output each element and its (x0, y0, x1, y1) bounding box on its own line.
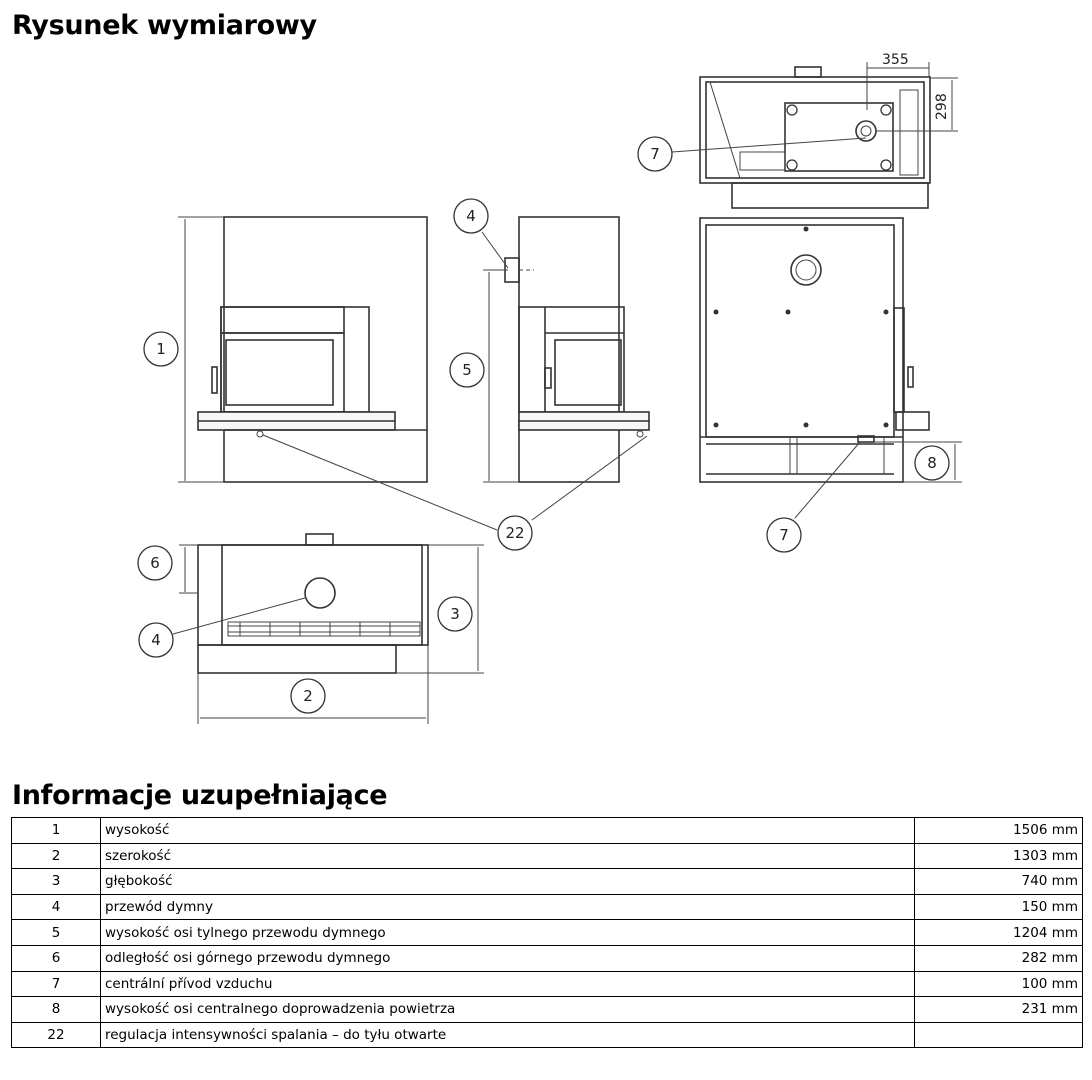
svg-text:4: 4 (466, 207, 476, 225)
row-number: 7 (11, 970, 101, 998)
svg-text:7: 7 (650, 145, 660, 163)
svg-text:5: 5 (462, 361, 472, 379)
table-row: 4 przewód dymny 150 mm (11, 893, 1083, 921)
table-row: 3 głębokość 740 mm (11, 868, 1083, 895)
svg-text:1: 1 (156, 340, 166, 358)
row-label: wysokość (99, 817, 916, 844)
row-label: regulacja intensywności spalania – do ty… (99, 1021, 916, 1049)
svg-text:7: 7 (779, 526, 789, 544)
table-row: 2 szerokość 1303 mm (11, 842, 1083, 870)
row-number: 22 (11, 1021, 101, 1049)
table-row: 6 odległość osi górnego przewodu dymnego… (11, 944, 1083, 972)
row-value: 1303 mm (914, 842, 1083, 870)
leader-lines (172, 137, 867, 635)
callout-2: 2 (290, 678, 326, 714)
row-value: 1506 mm (914, 817, 1083, 844)
drawing-title: Rysunek wymiarowy (12, 10, 317, 41)
callout-3: 3 (437, 596, 473, 632)
front-view (178, 216, 428, 483)
row-label: wysokość osi centralnego doprowadzenia p… (99, 996, 916, 1023)
row-value: 1204 mm (914, 919, 1083, 946)
svg-text:2: 2 (303, 687, 313, 705)
row-value: 150 mm (914, 893, 1083, 921)
row-number: 5 (11, 919, 101, 946)
svg-text:6: 6 (150, 554, 160, 572)
dimension-drawing: 355 298 (137, 52, 962, 724)
row-value (914, 1021, 1083, 1049)
row-number: 1 (11, 817, 101, 844)
row-number: 6 (11, 944, 101, 972)
row-number: 4 (11, 893, 101, 921)
row-label: szerokość (99, 842, 916, 870)
rear-view (699, 217, 962, 483)
row-label: odległość osi górnego przewodu dymnego (99, 944, 916, 972)
callout-6: 6 (137, 545, 173, 581)
row-label: wysokość osi tylnego przewodu dymnego (99, 919, 916, 946)
svg-text:4: 4 (151, 631, 161, 649)
info-title: Informacje uzupełniające (12, 780, 388, 811)
svg-text:8: 8 (927, 454, 937, 472)
table-row: 1 wysokość 1506 mm (11, 817, 1083, 844)
spec-table: 1 wysokość 1506 mm 2 szerokość 1303 mm 3… (11, 817, 1083, 1049)
row-value: 282 mm (914, 944, 1083, 972)
row-label: głębokość (99, 868, 916, 895)
svg-text:22: 22 (505, 524, 524, 542)
table-row: 8 wysokość osi centralnego doprowadzenia… (11, 996, 1083, 1023)
row-number: 8 (11, 996, 101, 1023)
callout-22: 22 (497, 515, 533, 551)
dim-298-label: 298 (934, 93, 950, 120)
table-row: 22 regulacja intensywności spalania – do… (11, 1021, 1083, 1049)
row-number: 3 (11, 868, 101, 895)
row-value: 740 mm (914, 868, 1083, 895)
dim-355-label: 355 (882, 52, 909, 68)
svg-text:3: 3 (450, 605, 460, 623)
table-row: 7 centrální přívod vzduchu 100 mm (11, 970, 1083, 998)
row-label: przewód dymny (99, 893, 916, 921)
callout-4-side: 4 (453, 198, 489, 234)
row-label: centrální přívod vzduchu (99, 970, 916, 998)
callout-4-top: 4 (138, 622, 174, 658)
callout-7-top: 7 (637, 136, 673, 172)
callout-8: 8 (914, 445, 950, 481)
top-plan-view: 355 298 (699, 52, 958, 209)
callout-1: 1 (143, 331, 179, 367)
row-number: 2 (11, 842, 101, 870)
callout-7-rear: 7 (766, 517, 802, 553)
side-view (483, 216, 650, 483)
row-value: 100 mm (914, 970, 1083, 998)
callout-5: 5 (449, 352, 485, 388)
table-row: 5 wysokość osi tylnego przewodu dymnego … (11, 919, 1083, 946)
top-view (179, 533, 484, 724)
row-value: 231 mm (914, 996, 1083, 1023)
